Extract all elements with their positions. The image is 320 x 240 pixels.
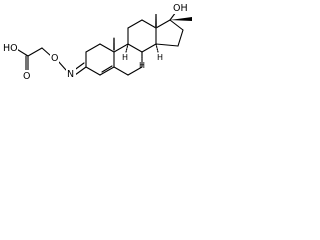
ether-oxygen-label: O xyxy=(51,53,58,64)
ring-a-bonds xyxy=(85,43,115,76)
ring-c-bonds xyxy=(127,19,157,53)
atom-labels: OH N O O HO H H H xyxy=(2,2,190,82)
hydroxyl-label: OH xyxy=(173,3,188,14)
steroid-oxime-structure: OH N O O HO H H H xyxy=(2,2,192,82)
c17-methyl-wedge xyxy=(170,17,192,21)
ring-d-bonds xyxy=(155,19,184,47)
c13-methyl-wedge xyxy=(155,14,157,27)
molecule-canvas: OH N O O HO H H H xyxy=(0,0,213,97)
h-c8-label: H xyxy=(139,61,145,70)
oxime-nitrogen-label: N xyxy=(67,69,74,80)
acid-hydroxyl-label: HO xyxy=(3,43,18,54)
carbonyl-oxygen-label: O xyxy=(23,71,30,82)
h-c9-label: H xyxy=(122,53,128,62)
h-c14-label: H xyxy=(157,53,163,62)
stereo-h-hash-bonds xyxy=(125,43,159,61)
